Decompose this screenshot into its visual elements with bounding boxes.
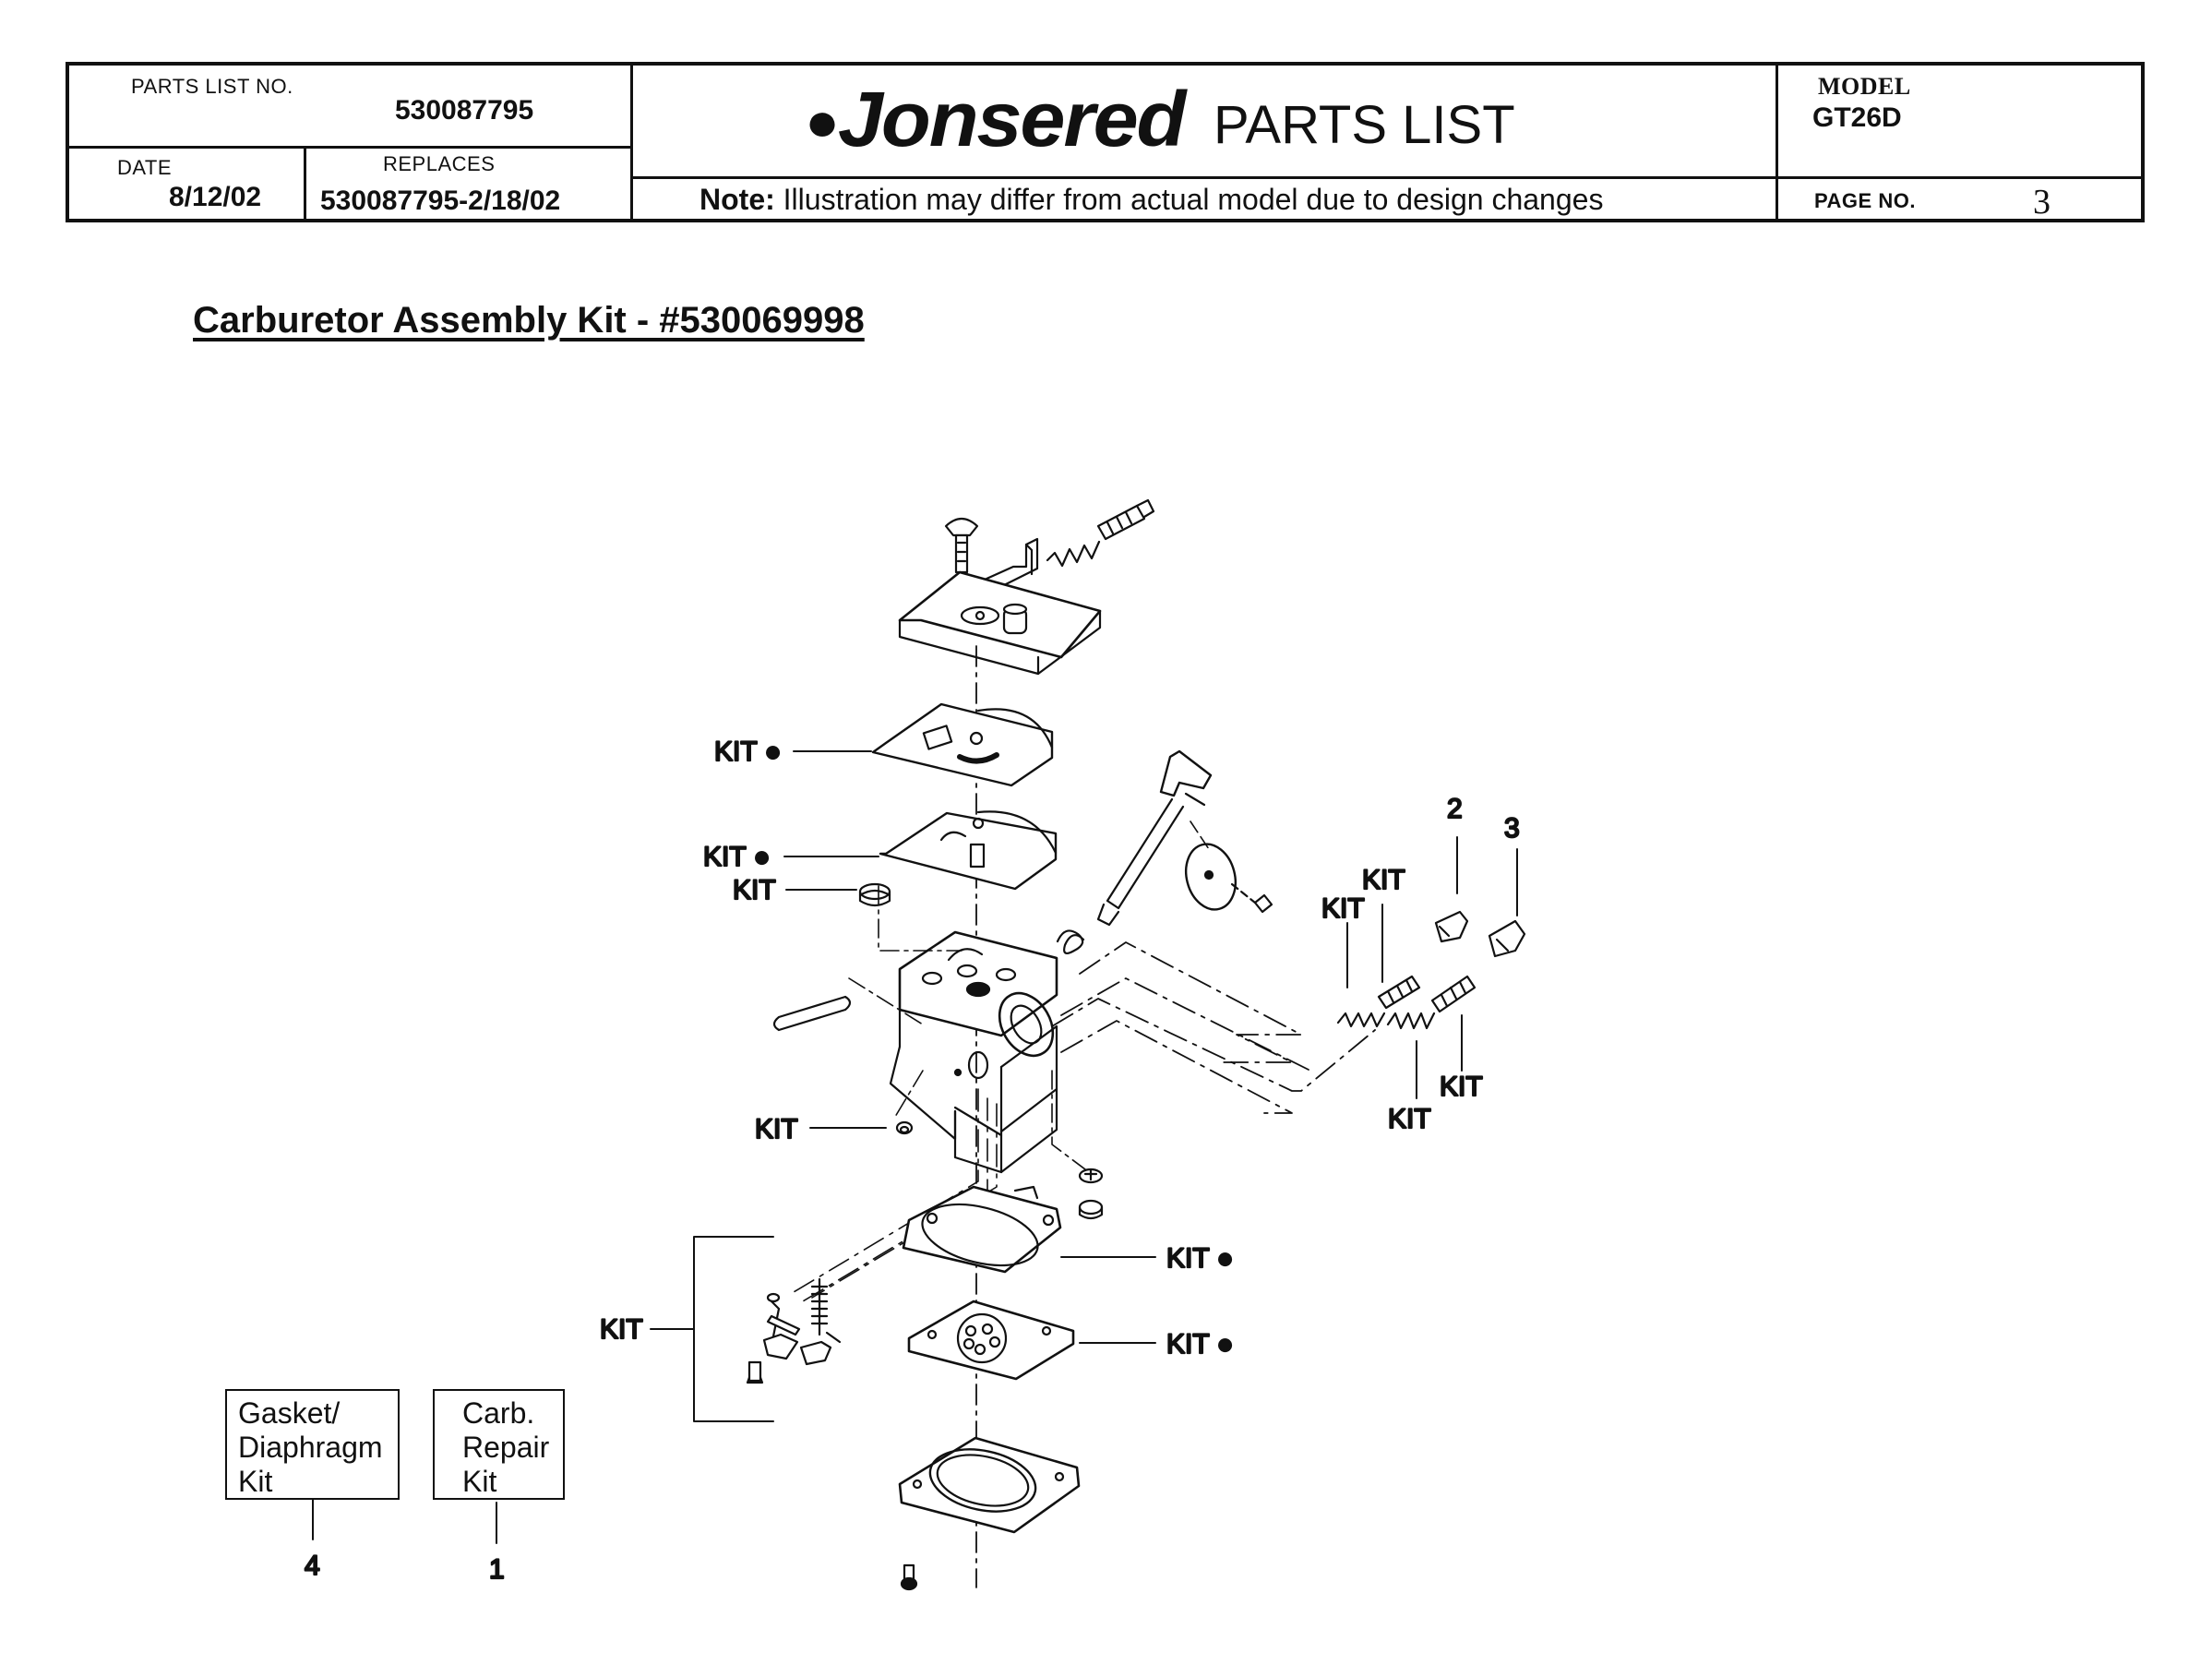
doc-title: PARTS LIST — [1214, 95, 1515, 155]
brand-text: Jonsered — [837, 76, 1186, 162]
brand-logo: ●Jonsered — [805, 75, 1186, 164]
callout-kit: KIT — [1362, 865, 1405, 895]
throttle-spring — [1056, 929, 1085, 954]
parts-list-no: 530087795 — [395, 95, 534, 126]
metering-diaphragm — [907, 1300, 1075, 1381]
divider — [69, 146, 630, 149]
callout-number-1: 1 — [489, 1554, 505, 1585]
callout-number-3: 3 — [1504, 813, 1520, 844]
note: Note: Illustration may differ from actua… — [699, 183, 1603, 217]
pump-diaphragm — [879, 810, 1058, 891]
divider — [1776, 66, 1778, 219]
throttle-shaft — [1096, 749, 1213, 927]
replaces-label: REPLACES — [383, 152, 496, 175]
parts-list-no-label: PARTS LIST NO. — [131, 75, 293, 98]
high-spring — [1386, 1012, 1436, 1030]
callout-kit: KIT — [600, 1314, 643, 1345]
lever-screw — [799, 1331, 842, 1366]
note-text: Illustration may differ from actual mode… — [774, 183, 1604, 216]
date-label: DATE — [117, 156, 173, 179]
small-check-valve — [895, 1120, 914, 1135]
inlet-screen — [858, 890, 891, 907]
callout-number-4: 4 — [305, 1551, 320, 1581]
carb-repair-kit-box: Carb. Repair Kit — [433, 1389, 565, 1500]
replaces: 530087795-2/18/02 — [320, 186, 561, 216]
pump-cover — [898, 570, 1102, 676]
high-needle — [1430, 975, 1477, 1013]
callout-kit: KIT — [1388, 1104, 1431, 1134]
page-label: PAGE NO. — [1814, 189, 1916, 212]
kit-bracket — [693, 1236, 774, 1422]
callout-kit: KIT — [733, 875, 776, 905]
adjust-spring-top — [1046, 540, 1101, 568]
adjust-needle-top — [1096, 498, 1155, 541]
divider — [630, 176, 2141, 179]
metering-gasket — [902, 1185, 1062, 1274]
inlet-screen-lower — [1078, 1168, 1104, 1220]
callout-kit: KIT — [1440, 1072, 1483, 1102]
lever-spring — [810, 1277, 829, 1336]
divider — [304, 146, 306, 219]
note-label: Note: — [699, 183, 775, 216]
logo-dot: ● — [805, 90, 840, 152]
lever-pin — [766, 1314, 801, 1336]
header-table: PARTS LIST NO. 530087795 DATE 8/12/02 RE… — [66, 62, 2145, 222]
limiter-cap-3 — [1488, 919, 1526, 958]
model: GT26D — [1812, 102, 1902, 133]
roll-pin — [772, 995, 852, 1032]
section-title: Carburetor Assembly Kit - #530069998 — [193, 300, 865, 341]
top-screw — [944, 517, 979, 574]
low-needle — [1377, 975, 1421, 1010]
carburetor-body — [889, 930, 1058, 1174]
callout-kit: KIT ● — [1166, 1329, 1234, 1360]
date: 8/12/02 — [169, 182, 262, 212]
callout-kit: KIT — [1321, 893, 1365, 924]
model-label: MODEL — [1818, 73, 1911, 100]
callout-kit: KIT ● — [714, 737, 782, 767]
callout-kit: KIT ● — [703, 842, 771, 872]
divider — [630, 66, 633, 219]
throttle-plate — [1185, 843, 1273, 914]
cover-screw — [900, 1563, 918, 1591]
gasket-diaphragm-kit-box: Gasket/ Diaphragm Kit — [225, 1389, 400, 1500]
metering-cover — [898, 1436, 1081, 1534]
page-no: 3 — [2033, 183, 2051, 222]
callout-kit: KIT — [755, 1114, 798, 1144]
welch-plug — [858, 889, 891, 897]
inlet-needle — [746, 1360, 764, 1384]
callout-number-2: 2 — [1447, 794, 1463, 824]
callout-kit: KIT ● — [1166, 1243, 1234, 1274]
pump-gasket — [871, 702, 1054, 787]
idle-spring — [1336, 1012, 1386, 1028]
limiter-cap-2 — [1434, 910, 1469, 943]
metering-lever — [762, 1292, 799, 1360]
